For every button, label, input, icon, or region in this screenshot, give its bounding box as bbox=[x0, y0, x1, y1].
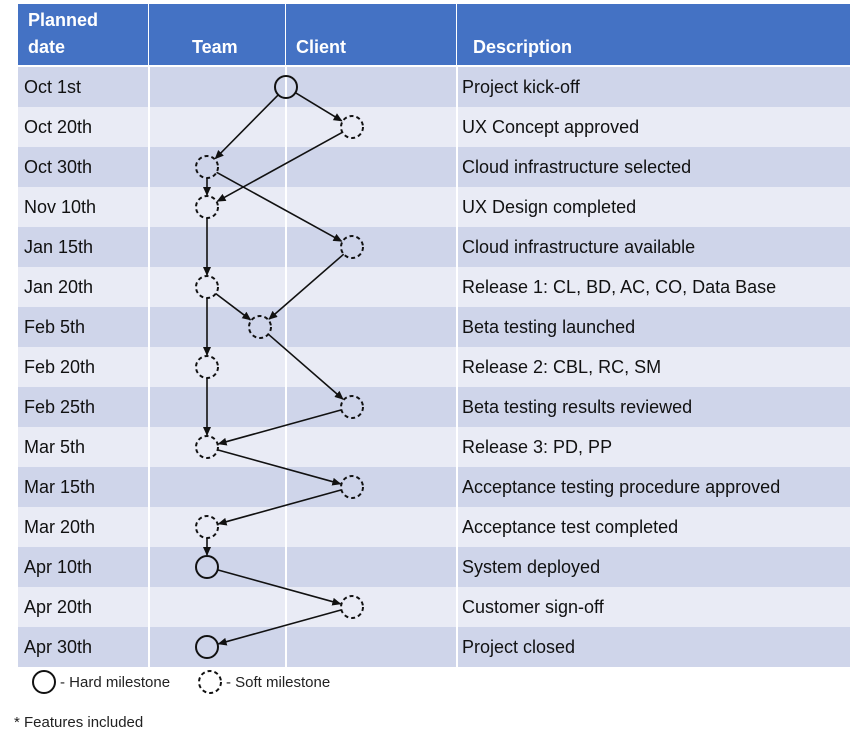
table-row: Feb 25th Beta testing results reviewed bbox=[18, 387, 850, 427]
header-client: Client bbox=[286, 4, 456, 65]
description-cell: Release 3: PD, PP bbox=[462, 437, 613, 457]
soft-milestone-node bbox=[195, 275, 219, 299]
planned-date-cell: Oct 1st bbox=[24, 77, 82, 97]
planned-date-cell: Mar 5th bbox=[24, 437, 86, 457]
description-cell: Beta testing launched bbox=[462, 317, 636, 337]
dependency-arrow bbox=[216, 171, 343, 242]
table-row: Apr 10th System deployed bbox=[18, 547, 850, 587]
dependency-arrows bbox=[203, 92, 345, 646]
header-client-label: Client bbox=[296, 37, 347, 57]
milestone-nodes bbox=[195, 75, 364, 659]
table-row: Nov 10th UX Design completed bbox=[18, 187, 850, 227]
soft-milestone-node bbox=[340, 395, 364, 419]
column-separator bbox=[148, 67, 150, 669]
table-row: Mar 20th Acceptance test completed bbox=[18, 507, 850, 547]
column-separator bbox=[285, 67, 287, 669]
planned-date-cell: Feb 25th bbox=[24, 397, 96, 417]
table-row: Feb 20th Release 2: CBL, RC, SM bbox=[18, 347, 850, 387]
dependency-arrow bbox=[214, 94, 279, 160]
header-description-label: Description bbox=[473, 37, 573, 57]
dependency-arrow bbox=[217, 609, 342, 646]
description-cell: Beta testing results reviewed bbox=[462, 397, 693, 417]
table-row: Mar 15th Acceptance testing procedure app… bbox=[18, 467, 850, 507]
table-row: Jan 15th Cloud infrastructure available bbox=[18, 227, 850, 267]
soft-milestone-node bbox=[340, 475, 364, 499]
soft-milestone-legend-icon bbox=[198, 670, 222, 694]
description-cell: UX Design completed bbox=[462, 197, 637, 217]
legend-soft: - Soft milestone bbox=[226, 674, 331, 691]
soft-milestone-node bbox=[195, 195, 219, 219]
table-row: Oct 20th UX Concept approved bbox=[18, 107, 850, 147]
description-cell: UX Concept approved bbox=[462, 117, 640, 137]
dependency-arrow bbox=[268, 253, 345, 320]
description-cell: Acceptance test completed bbox=[462, 517, 679, 537]
soft-milestone-node bbox=[248, 315, 272, 339]
description-cell: Customer sign-off bbox=[462, 597, 604, 617]
description-cell: System deployed bbox=[462, 557, 601, 577]
soft-milestone-node bbox=[195, 155, 219, 179]
soft-milestone-node bbox=[340, 235, 364, 259]
footnote: * Features included bbox=[14, 714, 144, 731]
planned-date-cell: Mar 20th bbox=[24, 517, 96, 537]
planned-date-cell: Oct 30th bbox=[24, 157, 93, 177]
soft-milestone-node bbox=[340, 595, 364, 619]
dependency-arrow bbox=[217, 449, 342, 486]
planned-date-cell: Mar 15th bbox=[24, 477, 96, 497]
legend-hard: - Hard milestone bbox=[60, 674, 171, 691]
soft-milestone-node bbox=[195, 515, 219, 539]
planned-date-cell: Apr 30th bbox=[24, 637, 93, 657]
planned-date-cell: Nov 10th bbox=[24, 197, 97, 217]
dependency-arrow bbox=[217, 489, 342, 526]
header-description: Description bbox=[457, 4, 850, 65]
header-planned-date-line1: Planned bbox=[28, 10, 99, 30]
description-cell: Release 2: CBL, RC, SM bbox=[462, 357, 662, 377]
hard-milestone-node bbox=[195, 555, 219, 579]
header-team: Team bbox=[149, 4, 285, 65]
description-cell: Release 1: CL, BD, AC, CO, Data Base bbox=[462, 277, 777, 297]
planned-date-cell: Feb 20th bbox=[24, 357, 96, 377]
dependency-arrow bbox=[217, 409, 342, 446]
header-planned-date: Planned date bbox=[18, 4, 148, 65]
hard-milestone-legend-icon bbox=[32, 670, 56, 694]
table-row: Oct 1st Project kick-off bbox=[18, 67, 850, 107]
planned-date-cell: Jan 15th bbox=[24, 237, 94, 257]
planned-date-cell: Jan 20th bbox=[24, 277, 94, 297]
hard-milestone-node bbox=[195, 635, 219, 659]
planned-date-cell: Oct 20th bbox=[24, 117, 93, 137]
dependency-arrow bbox=[216, 131, 343, 202]
legend-marks bbox=[32, 670, 222, 694]
planned-date-cell: Feb 5th bbox=[24, 317, 86, 337]
dependency-arrow bbox=[294, 92, 343, 122]
table-row: Apr 20th Customer sign-off bbox=[18, 587, 850, 627]
dependency-arrow bbox=[267, 333, 344, 400]
description-cell: Project closed bbox=[462, 637, 576, 657]
hard-milestone-node bbox=[274, 75, 298, 99]
table-row: Feb 5th Beta testing launched bbox=[18, 307, 850, 347]
table-row: Apr 30th Project closed bbox=[18, 627, 850, 667]
dependency-arrow bbox=[215, 292, 252, 321]
description-cell: Cloud infrastructure available bbox=[462, 237, 696, 257]
description-cell: Acceptance testing procedure approved bbox=[462, 477, 781, 497]
description-cell: Project kick-off bbox=[462, 77, 580, 97]
planned-date-cell: Apr 20th bbox=[24, 597, 93, 617]
dependency-arrow bbox=[217, 569, 342, 606]
table-row: Jan 20th Release 1: CL, BD, AC, CO, Data … bbox=[18, 267, 850, 307]
soft-milestone-node bbox=[195, 355, 219, 379]
soft-milestone-node bbox=[340, 115, 364, 139]
header-team-label: Team bbox=[192, 37, 238, 57]
planned-date-cell: Apr 10th bbox=[24, 557, 93, 577]
table-row: Mar 5th Release 3: PD, PP bbox=[18, 427, 850, 467]
description-cell: Cloud infrastructure selected bbox=[462, 157, 692, 177]
header-planned-date-line2: date bbox=[28, 37, 66, 57]
soft-milestone-node bbox=[195, 435, 219, 459]
table-row: Oct 30th Cloud infrastructure selected bbox=[18, 147, 850, 187]
column-separator bbox=[456, 67, 458, 669]
